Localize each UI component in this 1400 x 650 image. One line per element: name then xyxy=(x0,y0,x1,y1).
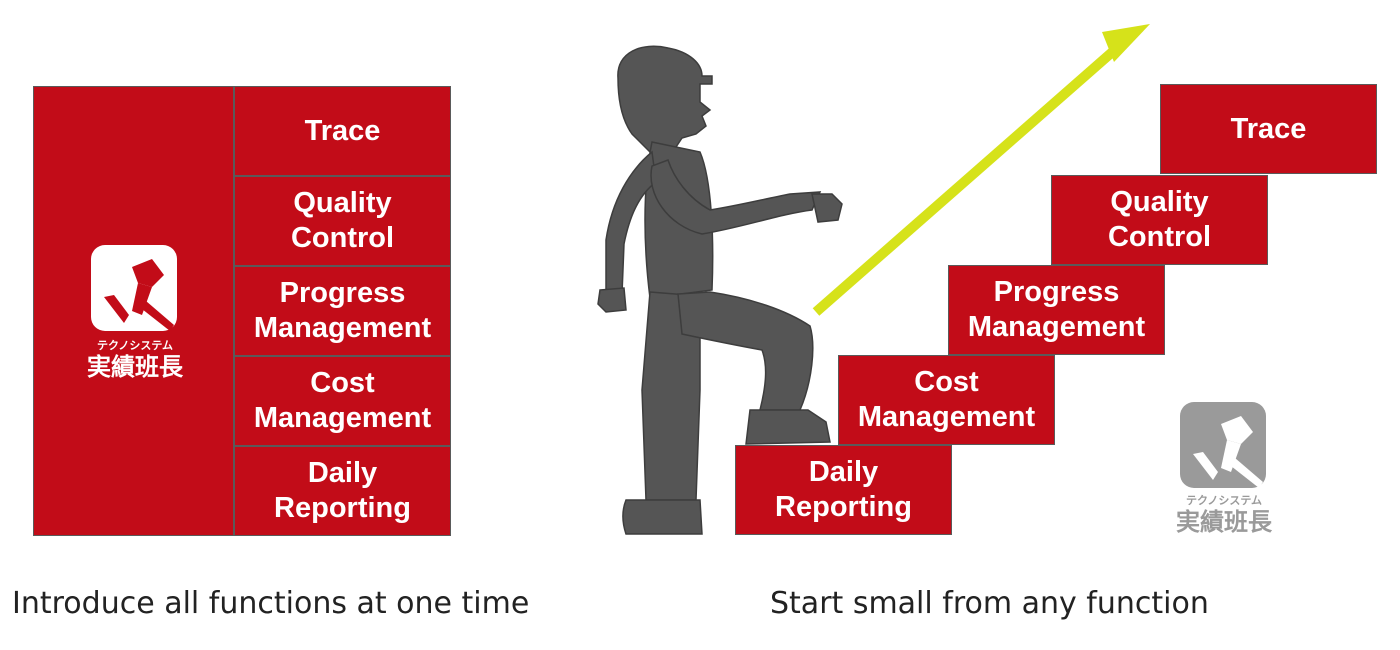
logo-panel: テクノシステム 実績班長 xyxy=(33,86,234,536)
left-item-daily-reporting: Daily Reporting xyxy=(234,446,451,536)
climbing-figure-icon xyxy=(597,45,843,535)
step-daily-reporting: Daily Reporting xyxy=(735,445,952,535)
caption-right: Start small from any function xyxy=(770,586,1209,621)
left-item-cost-management: Cost Management xyxy=(234,356,451,446)
jisseki-hancho-logo-icon: テクノシステム 実績班長 xyxy=(87,245,184,381)
gray-logo-name: 実績班長 xyxy=(1176,508,1273,536)
left-item-progress-management: Progress Management xyxy=(234,266,451,356)
logo-kana: テクノシステム xyxy=(97,339,173,352)
gray-logo-kana: テクノシステム xyxy=(1186,494,1262,507)
growth-arrow-icon xyxy=(812,24,1150,316)
step-cost-management: Cost Management xyxy=(838,355,1055,445)
left-item-quality-control: Quality Control xyxy=(234,176,451,266)
left-item-trace: Trace xyxy=(234,86,451,176)
step-trace: Trace xyxy=(1160,84,1377,174)
logo-name: 実績班長 xyxy=(87,353,184,381)
step-quality-control: Quality Control xyxy=(1051,175,1268,265)
step-progress-management: Progress Management xyxy=(948,265,1165,355)
caption-left: Introduce all functions at one time xyxy=(12,586,530,621)
jisseki-hancho-gray-logo-icon: テクノシステム 実績班長 xyxy=(1176,402,1273,536)
